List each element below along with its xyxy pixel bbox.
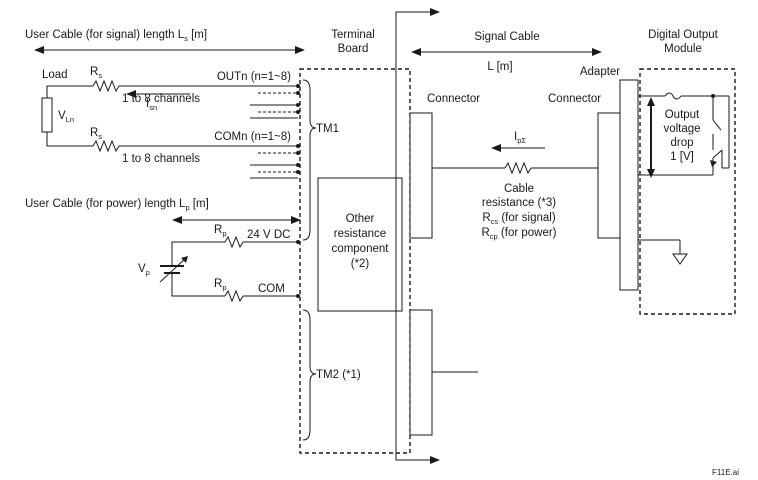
- terminal-board-label-1: Terminal: [331, 29, 374, 41]
- tm2-brace: [302, 309, 317, 441]
- channels-1-label: 1 to 8 channels: [122, 93, 200, 105]
- channel-lines-1: [250, 92, 298, 119]
- digital-output-module-label-2: Module: [664, 43, 702, 55]
- cable-resistor: [504, 161, 532, 175]
- adapter-body: [619, 79, 639, 291]
- terminal-board-box: [299, 68, 411, 454]
- user-cable-power-label: User Cable (for power) length Lp [m]: [25, 198, 209, 212]
- terminal-dots: [296, 84, 300, 174]
- power-top-wire: [171, 241, 225, 266]
- signal-cable-label: Signal Cable: [474, 31, 539, 43]
- length-l-label: L [m]: [487, 61, 512, 73]
- connector-right-label: Connector: [548, 93, 601, 105]
- user-cable-signal-label: User Cable (for signal) length Ls [m]: [25, 29, 207, 43]
- vln-label: VLn: [58, 110, 74, 124]
- output-voltage-drop-1: Output: [665, 109, 700, 121]
- tm2-label: TM2 (*1): [316, 369, 361, 381]
- rp-top-label: Rp: [214, 224, 226, 238]
- vp-variable-source: [159, 256, 188, 283]
- other-resistance-line-1: Other: [346, 213, 375, 225]
- load-resistor: [41, 97, 53, 133]
- other-resistance-line-2: resistance: [334, 228, 386, 240]
- signal-cable-span-arrow: [411, 48, 602, 56]
- isn-label: Isn: [146, 98, 157, 112]
- rp-bottom-label: Rp: [214, 278, 226, 292]
- rs-top-resistor: [92, 79, 120, 93]
- rs-bottom-resistor: [92, 139, 120, 153]
- power-cable-length-arrow: [172, 216, 301, 224]
- figure-id: F11E.ai: [712, 468, 739, 477]
- other-resistance-line-3: component: [332, 243, 390, 255]
- vp-label: Vp: [138, 263, 150, 277]
- load-top-wire: [46, 85, 93, 98]
- outn-label: OUTn (n=1~8): [217, 71, 291, 83]
- isn-arrow: [126, 90, 190, 98]
- power-bottom-wire: [171, 273, 225, 297]
- left-connector-lower: [409, 309, 433, 436]
- output-voltage-drop-3: drop: [670, 137, 693, 149]
- other-resistance-box: [317, 177, 403, 312]
- module-internal-circuit: [638, 92, 730, 265]
- rp-bottom-resistor: [224, 289, 244, 303]
- ip-sigma-label: IpΣ: [514, 131, 526, 145]
- channels-2-label: 1 to 8 channels: [122, 153, 200, 165]
- tm1-label: TM1: [316, 123, 339, 135]
- output-voltage-drop-4: 1 [V]: [670, 151, 694, 163]
- rs-top-label: Rs: [90, 66, 102, 80]
- channel-lines-2: [250, 152, 298, 179]
- adapter-label: Adapter: [580, 66, 620, 78]
- board-reference-line: [395, 8, 440, 464]
- load-label: Load: [42, 69, 68, 81]
- v24-label: 24 V DC: [247, 229, 290, 241]
- signal-cable-length-arrow: [34, 46, 305, 54]
- digital-output-module-label-1: Digital Output: [648, 29, 718, 41]
- com-terminal-dot: [296, 294, 300, 298]
- com-label: COM: [258, 283, 285, 295]
- ip-sigma-arrow: [491, 144, 545, 152]
- comn-label: COMn (n=1~8): [214, 131, 291, 143]
- voltage-drop-arrow: [647, 97, 655, 178]
- rp-top-resistor: [224, 235, 244, 249]
- output-voltage-drop-2: voltage: [663, 123, 700, 135]
- rcs-label: Rcs (for signal): [482, 212, 555, 226]
- rcp-label: Rcp (for power): [481, 227, 556, 241]
- terminal-board-label-2: Board: [338, 43, 369, 55]
- rs-bottom-label: Rs: [90, 127, 102, 141]
- cable-resistance-label-1: Cable: [504, 183, 534, 195]
- connector-left-label: Connector: [427, 93, 480, 105]
- tm1-brace: [302, 79, 317, 241]
- right-connector: [597, 112, 621, 239]
- other-resistance-line-4: (*2): [351, 258, 370, 270]
- v24-terminal-dot: [296, 240, 300, 244]
- left-connector-upper: [409, 112, 433, 239]
- cable-resistance-label-2: resistance (*3): [482, 197, 556, 209]
- digital-output-module-box: [639, 68, 736, 315]
- load-bottom-wire: [46, 132, 93, 147]
